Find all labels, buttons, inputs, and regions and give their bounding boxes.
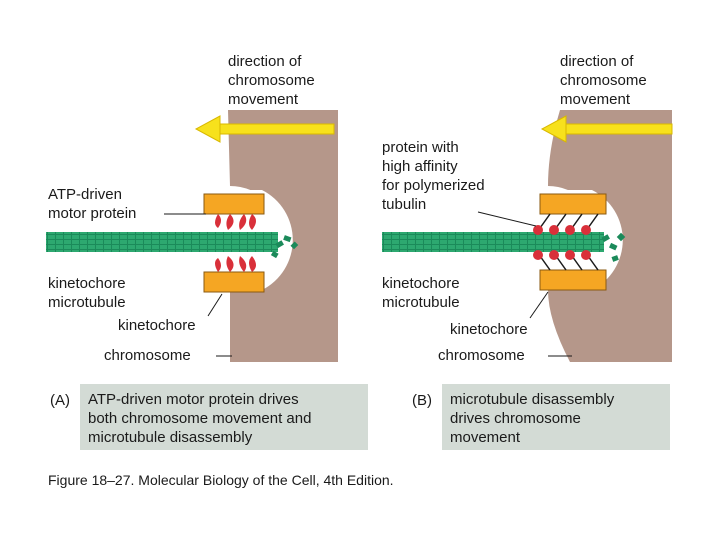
microtubule-label-a: kinetochore microtubule — [48, 275, 130, 311]
panel-a: direction of chromosome movement ATP-dri… — [46, 53, 368, 450]
panel-letter-a: (A) — [50, 392, 70, 409]
protein-label-b-line3: for polymerized — [382, 177, 485, 194]
motor-proteins-a — [215, 214, 256, 272]
protein-label-b-line4: tubulin — [382, 196, 426, 213]
microtubule-label-a-line1: kinetochore — [48, 275, 126, 292]
direction-label-b-line2: chromosome — [560, 72, 647, 89]
direction-arrow-b — [540, 115, 673, 143]
direction-label-b-line3: movement — [560, 91, 631, 108]
microtubule-a — [46, 232, 278, 252]
protein-label-b: protein with high affinity for polymeriz… — [382, 139, 489, 213]
chromosome-label-a: chromosome — [104, 347, 191, 364]
kinetochore-top-b — [539, 193, 607, 215]
tubulin-fragments-b — [601, 232, 626, 262]
motor-label-a-line1: ATP-driven — [48, 186, 122, 203]
panel-letter-b: (B) — [412, 392, 432, 409]
motor-label-a: ATP-driven motor protein — [48, 186, 136, 222]
kinetochore-bottom-b — [539, 269, 607, 291]
caption-b-line1: microtubule disassembly — [450, 391, 615, 408]
direction-label-a-line3: movement — [228, 91, 299, 108]
motor-label-a-line2: motor protein — [48, 205, 136, 222]
protein-label-b-line2: high affinity — [382, 158, 458, 175]
caption-box-b — [442, 384, 670, 450]
direction-label-a-line1: direction of — [228, 53, 302, 70]
kinetochore-label-b: kinetochore — [450, 321, 528, 338]
direction-label-b: direction of chromosome movement — [560, 53, 651, 108]
protein-label-b-line1: protein with — [382, 139, 459, 156]
kinetochore-top-a — [203, 193, 265, 215]
kinetochore-leader-a — [207, 293, 223, 317]
protein-leader-b — [477, 211, 537, 227]
panel-b: direction of chromosome movement protein… — [382, 53, 673, 450]
caption-b-line3: movement — [450, 429, 521, 446]
caption-box-a — [80, 384, 368, 450]
caption-a-line1: ATP-driven motor protein drives — [88, 391, 299, 408]
tubulin-fragments-a — [270, 235, 299, 259]
microtubule-label-b-line1: kinetochore — [382, 275, 460, 292]
affinity-proteins-b — [533, 213, 599, 271]
caption-a-line2: both chromosome movement and — [88, 410, 311, 427]
microtubule-label-b: kinetochore microtubule — [382, 275, 464, 311]
kinetochore-leader-b — [529, 291, 549, 319]
kinetochore-bottom-a — [203, 271, 265, 293]
caption-a-line3: microtubule disassembly — [88, 429, 253, 446]
microtubule-label-a-line2: microtubule — [48, 294, 126, 311]
caption-b-line2: drives chromosome — [450, 410, 581, 427]
direction-label-a: direction of chromosome movement — [228, 53, 319, 108]
caption-a: ATP-driven motor protein drives both chr… — [88, 391, 316, 446]
direction-label-a-line2: chromosome — [228, 72, 315, 89]
chromosome-label-b: chromosome — [438, 347, 525, 364]
microtubule-b — [382, 232, 604, 252]
direction-label-b-line1: direction of — [560, 53, 634, 70]
kinetochore-label-a: kinetochore — [118, 317, 196, 334]
direction-arrow-a — [194, 115, 335, 143]
figure-caption: Figure 18–27. Molecular Biology of the C… — [48, 472, 394, 488]
microtubule-label-b-line2: microtubule — [382, 294, 460, 311]
caption-b: microtubule disassembly drives chromosom… — [450, 391, 618, 446]
